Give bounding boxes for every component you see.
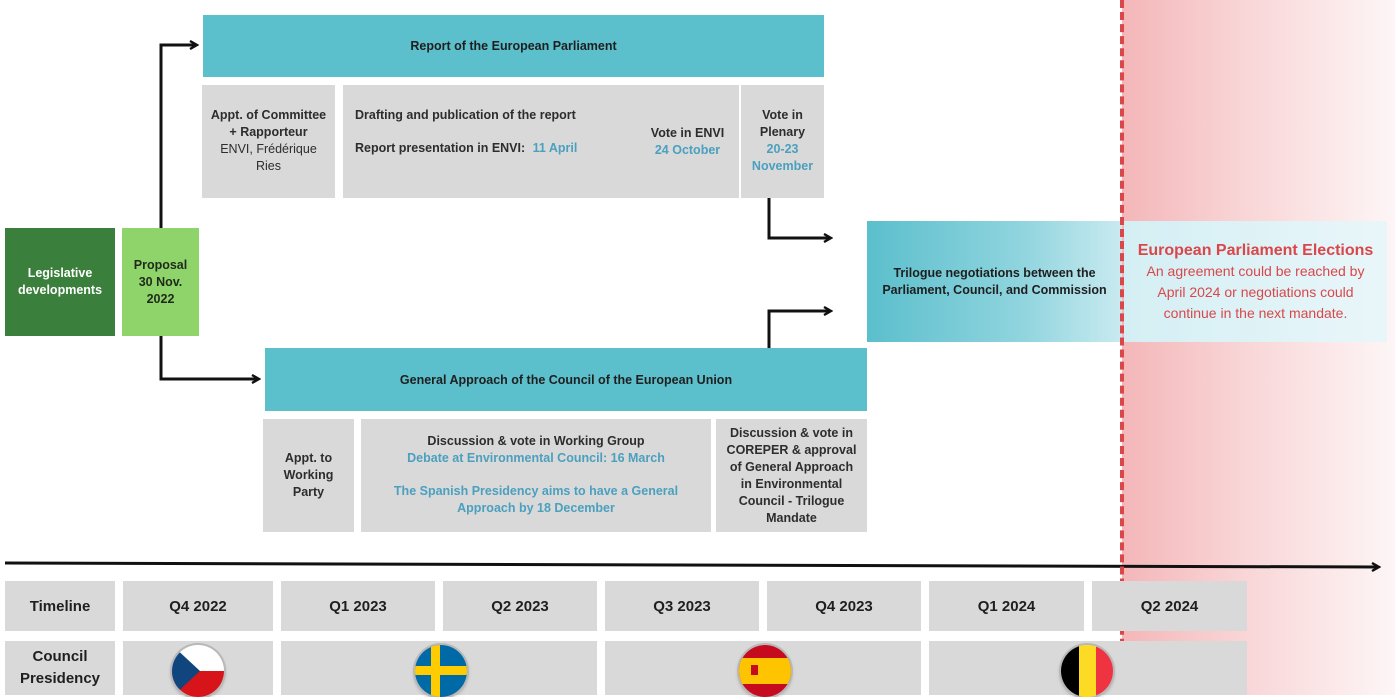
timeline-label: Timeline — [29, 597, 91, 615]
coreper-line-4: in Environmental — [740, 476, 843, 491]
quarter-cell: Q1 2024 — [929, 581, 1084, 631]
quarter-label: Q2 2024 — [1140, 597, 1199, 615]
timeline-axis-arrow — [4, 561, 1378, 567]
election-period-background — [1122, 0, 1395, 695]
appt-rapporteur-name: Ries — [255, 159, 281, 173]
proposal-to-parliament-arrow — [159, 45, 196, 228]
elections-note-3: continue in the next mandate. — [1163, 304, 1348, 321]
quarter-label: Q1 2024 — [977, 597, 1036, 615]
vote-plenary-date-1: 20-23 — [766, 142, 799, 156]
parliament-vote-envi-box: Vote in ENVI 24 October — [636, 85, 739, 198]
proposal-year: 2022 — [146, 291, 175, 306]
vote-envi-date: 24 October — [654, 143, 721, 157]
timeline-label-cell: Timeline — [5, 581, 115, 631]
swedish-flag-icon — [415, 645, 467, 697]
vote-plenary-title-2: Plenary — [759, 125, 806, 139]
quarter-label: Q1 2023 — [329, 597, 387, 615]
appt-committee-name: ENVI, Frédérique — [220, 142, 317, 156]
proposal-label: Proposal — [133, 257, 188, 272]
environmental-council-debate: Debate at Environmental Council: 16 Marc… — [407, 451, 665, 465]
vote-plenary-date-2: November — [751, 159, 814, 173]
parliament-report-header: Report of the European Parliament — [203, 15, 824, 77]
council-approach-title: General Approach of the Council of the E… — [399, 372, 733, 387]
proposal-to-council-arrow — [159, 336, 258, 379]
quarter-label: Q4 2022 — [169, 597, 227, 615]
council-discussion-box: Discussion & vote in Working Group Debat… — [361, 419, 711, 532]
parliament-to-trilogue-arrow — [767, 198, 830, 238]
drafting-title: Drafting and publication of the report — [355, 108, 576, 122]
appt-working-party-2: Working — [283, 468, 334, 482]
proposal-box: Proposal 30 Nov. 2022 — [122, 228, 199, 336]
spanish-presidency-aim-2: Approach by 18 December — [457, 501, 615, 515]
appt-working-party-1: Appt. to — [284, 451, 333, 465]
coreper-line-5: Council - Trilogue — [738, 493, 845, 508]
presidency-label-1: Council — [32, 648, 88, 665]
legislative-developments-label: Legislative developments — [17, 266, 103, 297]
trilogue-line-2: Parliament, Council, and Commission — [882, 282, 1107, 297]
council-coreper-box: Discussion & vote in COREPER & approval … — [716, 419, 867, 532]
vote-envi-title: Vote in ENVI — [650, 126, 725, 140]
elections-dashed-line — [1120, 0, 1124, 695]
elections-note-1: An agreement could be reached by — [1146, 262, 1365, 279]
trilogue-negotiations-box: Trilogue negotiations between the Parlia… — [867, 221, 1122, 342]
belgian-flag-icon — [1061, 645, 1113, 697]
elections-title: European Parliament Elections — [1137, 241, 1374, 259]
quarter-cell: Q2 2023 — [443, 581, 597, 631]
spanish-presidency-aim-1: The Spanish Presidency aims to have a Ge… — [393, 484, 679, 498]
quarter-label: Q2 2023 — [491, 597, 549, 615]
quarter-label: Q3 2023 — [653, 597, 711, 615]
parliament-report-title: Report of the European Parliament — [410, 39, 617, 53]
quarter-cell: Q2 2024 — [1092, 581, 1247, 631]
report-presentation-label: Report presentation in ENVI: — [355, 141, 526, 155]
appt-working-party-3: Party — [292, 485, 325, 499]
report-presentation-date: 11 April — [532, 141, 578, 155]
appt-rapporteur-title: + Rapporteur — [229, 125, 308, 139]
coreper-line-3: of General Approach — [729, 459, 854, 474]
czech-flag-icon — [172, 645, 224, 697]
appt-committee-title: Appt. of Committee — [210, 108, 327, 122]
working-group-discussion: Discussion & vote in Working Group — [427, 434, 645, 448]
quarter-label: Q4 2023 — [815, 597, 873, 615]
trilogue-line-1: Trilogue negotiations between the — [893, 265, 1096, 280]
parliament-vote-plenary-box: Vote in Plenary 20-23 November — [741, 85, 824, 198]
spanish-flag-icon — [739, 645, 791, 697]
elections-note-2: April 2024 or negotiations could — [1157, 283, 1354, 300]
quarter-cell: Q1 2023 — [281, 581, 435, 631]
quarter-cell: Q3 2023 — [605, 581, 759, 631]
quarter-cell: Q4 2023 — [767, 581, 921, 631]
elections-box: European Parliament Elections An agreeme… — [1124, 221, 1387, 342]
council-appt-working-party-box: Appt. to Working Party — [263, 419, 354, 532]
council-approach-header: General Approach of the Council of the E… — [265, 348, 867, 411]
coreper-line-2: COREPER & approval — [726, 442, 857, 457]
proposal-date: 30 Nov. — [138, 274, 183, 289]
legislative-developments-box: Legislative developments — [5, 228, 115, 336]
council-to-trilogue-arrow — [767, 311, 830, 348]
presidency-label-2: Presidency — [19, 670, 101, 687]
coreper-line-6: Mandate — [766, 510, 817, 525]
vote-plenary-title-1: Vote in — [762, 108, 803, 122]
parliament-drafting-box: Drafting and publication of the report R… — [343, 85, 636, 198]
coreper-line-1: Discussion & vote in — [730, 425, 853, 440]
presidency-label-cell: Council Presidency — [5, 641, 115, 695]
quarter-cell: Q4 2022 — [123, 581, 273, 631]
parliament-appt-committee-box: Appt. of Committee + Rapporteur ENVI, Fr… — [202, 85, 335, 198]
